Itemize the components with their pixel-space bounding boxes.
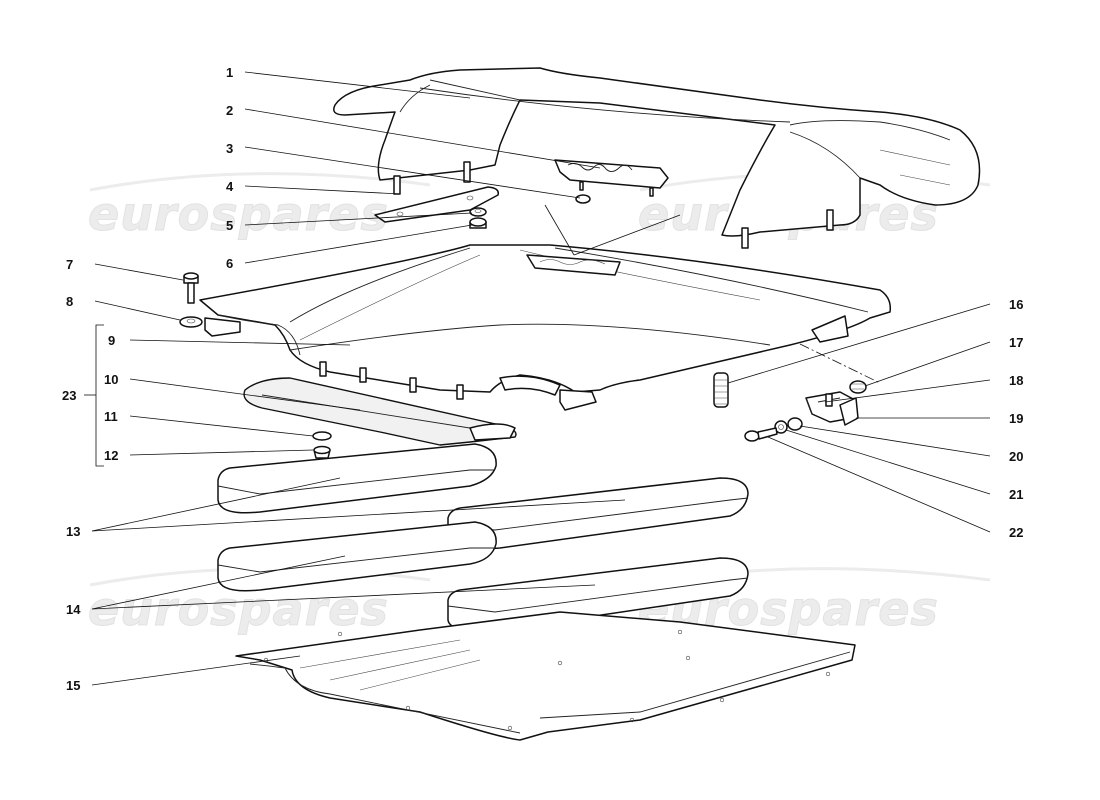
callout-20: 20 xyxy=(1009,449,1023,464)
callout-4: 4 xyxy=(226,179,234,194)
callout-5: 5 xyxy=(226,218,233,233)
assembly-axis-line xyxy=(799,343,881,384)
part-rear-wing xyxy=(333,67,981,249)
part-washer-20 xyxy=(787,417,803,431)
part-engine-cover xyxy=(199,244,892,411)
tray-rivets xyxy=(263,629,831,731)
callout-labels: 1 2 3 4 5 6 7 8 9 10 11 12 23 13 14 15 1… xyxy=(62,65,1023,693)
part-washer-8 xyxy=(179,316,203,328)
part-bolt-7 xyxy=(183,272,199,304)
callout-11: 11 xyxy=(104,409,118,424)
part-emblem xyxy=(554,159,669,197)
callout-17: 17 xyxy=(1009,335,1023,350)
callout-16: 16 xyxy=(1009,297,1023,312)
callout-23: 23 xyxy=(62,388,76,403)
callout-9: 9 xyxy=(108,333,115,348)
callout-12: 12 xyxy=(104,448,118,463)
part-insulation-upper xyxy=(217,443,749,550)
leader-lines xyxy=(84,71,991,686)
callout-21: 21 xyxy=(1009,487,1023,502)
part-seal-strip xyxy=(243,377,517,446)
callout-3: 3 xyxy=(226,141,233,156)
part-floor-tray xyxy=(235,611,856,741)
callout-1: 1 xyxy=(226,65,233,80)
part-buffer-17 xyxy=(849,380,867,394)
part-bolt-22 xyxy=(744,427,778,442)
callout-14: 14 xyxy=(66,602,81,617)
callout-13: 13 xyxy=(66,524,80,539)
part-nut-3 xyxy=(575,194,591,204)
callout-18: 18 xyxy=(1009,373,1023,388)
part-spacer-21 xyxy=(774,420,788,434)
callout-6: 6 xyxy=(226,256,233,271)
callout-15: 15 xyxy=(66,678,80,693)
part-insulation-lower xyxy=(217,521,749,632)
part-grommet-11 xyxy=(312,431,332,441)
callout-2: 2 xyxy=(226,103,233,118)
part-washer-5 xyxy=(469,207,487,217)
callout-7: 7 xyxy=(66,257,73,272)
callout-22: 22 xyxy=(1009,525,1023,540)
part-spring-16 xyxy=(713,372,729,408)
part-grommet-12 xyxy=(313,445,331,459)
part-bracket-plate xyxy=(374,186,500,223)
callout-8: 8 xyxy=(66,294,73,309)
callout-19: 19 xyxy=(1009,411,1023,426)
watermark-text-1: eurospares xyxy=(88,187,389,241)
callout-10: 10 xyxy=(104,372,118,387)
part-nut-6 xyxy=(469,217,487,229)
